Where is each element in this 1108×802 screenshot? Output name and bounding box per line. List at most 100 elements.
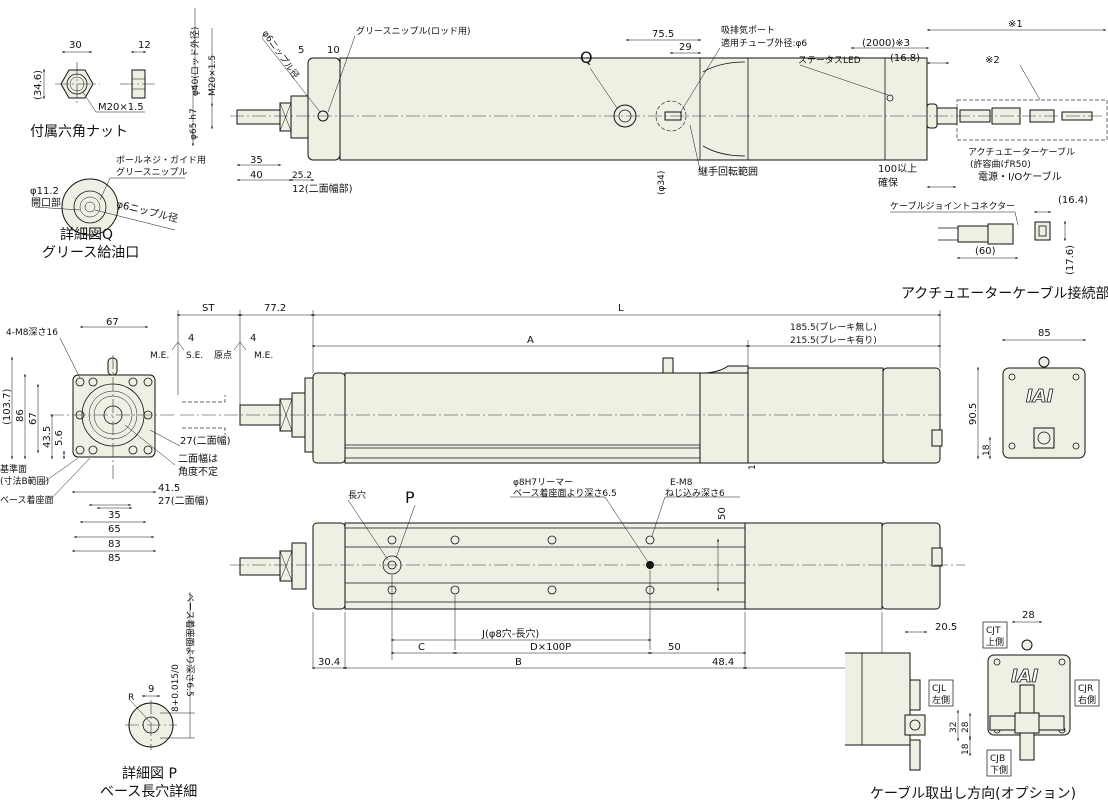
height-103-7: (103.7) bbox=[2, 388, 13, 425]
height-86: 86 bbox=[15, 409, 26, 422]
j-dim: J(φ8穴-長穴) bbox=[481, 627, 539, 640]
detail-p: ベース着座面より深さ6.5 9 8+0.015/0 R 詳細図 P ベース長穴詳… bbox=[100, 592, 197, 800]
p-callout: P bbox=[405, 488, 415, 507]
connector-height: (17.6) bbox=[1065, 245, 1076, 275]
cjl-side: 左側 bbox=[932, 694, 950, 706]
base-rail bbox=[344, 522, 746, 610]
height-43-5: 43.5 bbox=[42, 426, 53, 448]
cjt-side: 上側 bbox=[986, 636, 1004, 648]
detail-q-opening: 開口部 bbox=[31, 196, 61, 209]
dim-4b: 4 bbox=[250, 333, 256, 344]
ref-surface-1: 基準面 bbox=[0, 463, 27, 475]
right-height-18: 18 bbox=[982, 444, 992, 456]
rod bbox=[236, 109, 281, 125]
iai-logo-option: IAI bbox=[1011, 666, 1039, 687]
length-l: L bbox=[618, 303, 624, 314]
status-led bbox=[886, 94, 894, 102]
dim-18: 18 bbox=[961, 743, 971, 755]
detail-p-depth: ベース着座面より深さ6.5 bbox=[184, 593, 196, 697]
detail-p-radius: R bbox=[128, 693, 134, 703]
detail-q-note-1: ボールネジ・ガイド用 bbox=[116, 155, 206, 166]
cable-dashed-box bbox=[956, 99, 1108, 141]
mounting-holes bbox=[75, 377, 153, 455]
cjr-side: 右側 bbox=[1078, 694, 1096, 706]
detail-q-note-2: グリースニップル bbox=[116, 166, 188, 178]
detail-p-width: 9 bbox=[148, 684, 154, 695]
note-2: ※2 bbox=[985, 55, 1000, 66]
detail-q-opening-dia: φ11.2 bbox=[30, 186, 59, 197]
nut-title: 付属六角ナット bbox=[30, 124, 128, 140]
detail-p-subtitle: ベース長穴詳細 bbox=[100, 784, 197, 800]
detail-p-title: 詳細図 P bbox=[122, 766, 177, 782]
detail-p-tolerance: 8+0.015/0 bbox=[171, 664, 181, 712]
me-label-2: M.E. bbox=[254, 351, 273, 361]
no-brake-length: 185.5(ブレーキ無し) bbox=[790, 321, 877, 333]
left-end-view: 67 4-M8深さ16 (103.7) 86 67 43.5 5.6 27(二面… bbox=[0, 317, 231, 564]
detail-q-title: 詳細図Q bbox=[60, 227, 113, 243]
em8-label: E-M8 bbox=[670, 478, 693, 488]
dim-1: 1 bbox=[748, 464, 758, 470]
q-callout: Q bbox=[580, 48, 593, 67]
rod-od-dim: φ40(ロッド外径) bbox=[189, 27, 201, 96]
connector-label: ケーブルジョイントコネクター bbox=[890, 200, 1015, 212]
top-view: φ40(ロッド外径) M20×1.5 φ65 h7 φ6ニップル径 5 10 グ… bbox=[189, 8, 1108, 195]
dim-25-2: 25.2 bbox=[292, 171, 312, 181]
em8-depth-label: ねじ込み深さ6 bbox=[665, 488, 725, 499]
right-end-view: 85 90.5 18 IAI bbox=[968, 328, 1087, 460]
b-dim: B bbox=[515, 657, 522, 668]
port-label-2: 適用チューブ外径:φ6 bbox=[721, 37, 807, 49]
dim-77-2: 77.2 bbox=[264, 303, 286, 314]
width-35: 35 bbox=[108, 510, 121, 521]
origin-label: 原点 bbox=[214, 350, 232, 361]
clearance-1: 100以上 bbox=[878, 163, 917, 175]
cjl-label: CJL bbox=[932, 684, 946, 694]
detail-q: ボールネジ・ガイド用 グリースニップル φ11.2 開口部 φ6ニップル径 詳細… bbox=[30, 155, 206, 261]
slot-label: 長穴 bbox=[348, 489, 366, 501]
dim-48-4: 48.4 bbox=[712, 657, 734, 668]
height-67: 67 bbox=[28, 412, 39, 425]
dim-32: 32 bbox=[949, 722, 959, 733]
brake-length: 215.5(ブレーキ有り) bbox=[790, 334, 877, 346]
flat-note-2: 角度不定 bbox=[178, 465, 218, 478]
nut-thread-label: M20×1.5 bbox=[98, 102, 144, 113]
width-83: 83 bbox=[108, 539, 121, 550]
flat-note-1: 二面幅は bbox=[178, 452, 218, 465]
flats-27-label: 27(二面幅) bbox=[180, 434, 231, 447]
cjr-label: CJR bbox=[1078, 684, 1093, 694]
cjb-label: CJB bbox=[990, 754, 1005, 764]
phi34-dim: (φ34) bbox=[657, 171, 667, 195]
cjt-label: CJT bbox=[986, 626, 1001, 636]
dim-28: 28 bbox=[1022, 610, 1035, 621]
dim-50-vertical: 50 bbox=[717, 507, 728, 520]
me-label-1: M.E. bbox=[150, 351, 169, 361]
se-label: S.E. bbox=[186, 351, 203, 361]
dim-35: 35 bbox=[250, 155, 263, 166]
dim-4a: 4 bbox=[188, 333, 194, 344]
dim-75-5: 75.5 bbox=[652, 29, 674, 40]
base-surface: ベース着座面 bbox=[0, 494, 54, 506]
right-height-90-5: 90.5 bbox=[968, 403, 979, 425]
nipple-dia-label: φ6ニップル径 bbox=[260, 28, 302, 81]
c-dim: C bbox=[418, 642, 425, 653]
flats-27b: 27(二面幅) bbox=[158, 494, 209, 507]
stroke-label: ST bbox=[202, 303, 215, 314]
dim-20-5: 20.5 bbox=[935, 622, 957, 633]
dim-29: 29 bbox=[679, 42, 692, 53]
width-85: 85 bbox=[108, 553, 121, 564]
pilot-dim: φ65 h7 bbox=[189, 108, 199, 140]
detail-q-subtitle: グリース給油口 bbox=[42, 245, 139, 261]
dim-16-8: (16.8) bbox=[890, 53, 920, 64]
port-label-1: 吸排気ポート bbox=[721, 24, 775, 36]
d-pitch-dim: D×100P bbox=[530, 642, 571, 653]
rotation-range-label: 継手回転範囲 bbox=[698, 165, 758, 178]
detail-q-nipple: φ6ニップル径 bbox=[115, 197, 179, 225]
dim-40: 40 bbox=[250, 170, 263, 181]
connector-length: (60) bbox=[975, 246, 996, 257]
tap-label: 4-M8深さ16 bbox=[6, 327, 58, 338]
dim-50: 50 bbox=[668, 642, 681, 653]
reamer-label-2: ベース着座面より深さ6.5 bbox=[513, 487, 617, 499]
note-1: ※1 bbox=[1008, 19, 1023, 30]
actuator-cable-label: アクチュエーターケーブル bbox=[968, 146, 1075, 158]
cjb-side: 下側 bbox=[990, 764, 1008, 776]
